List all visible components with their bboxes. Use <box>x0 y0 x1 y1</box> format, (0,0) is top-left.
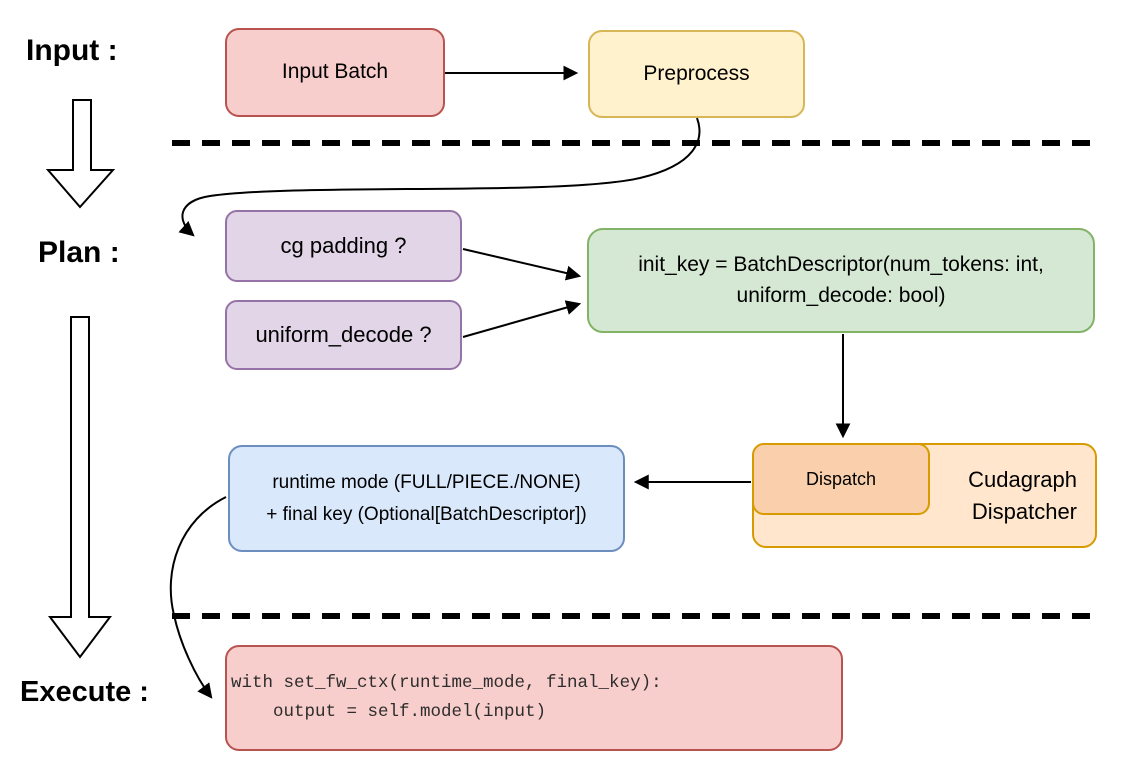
init-key-box: init_key = BatchDescriptor(num_tokens: i… <box>587 228 1095 333</box>
preprocess-label: Preprocess <box>643 61 750 85</box>
execute-code-line-2: output = self.model(input) <box>231 702 547 722</box>
hollow-down-arrow-input <box>45 99 116 209</box>
input-batch-label: Input Batch <box>281 60 389 84</box>
execute-section-label: Execute : <box>20 676 149 708</box>
uniform-decode-label: uniform_decode ? <box>255 322 432 348</box>
preprocess-box: Preprocess <box>588 30 805 118</box>
execute-code-box: with set_fw_ctx(runtime_mode, final_key)… <box>225 645 843 751</box>
cudagraph-dispatcher-line-1: Cudagraph <box>968 466 1077 492</box>
input-section-label: Input : <box>26 34 118 67</box>
hollow-down-arrow-plan <box>48 316 112 659</box>
init-key-line-2: uniform_decode: bool) <box>736 283 946 307</box>
cg-padding-label: cg padding ? <box>280 233 407 259</box>
runtime-mode-line-1: runtime mode (FULL/PIECE./NONE) <box>272 472 581 494</box>
uniform-decode-box: uniform_decode ? <box>225 300 462 370</box>
dispatch-box: Dispatch <box>752 443 930 515</box>
runtime-mode-box: runtime mode (FULL/PIECE./NONE) + final … <box>228 445 625 552</box>
plan-section-label: Plan : <box>38 236 120 269</box>
arrow-runtime-mode-to-execute-code <box>169 496 227 699</box>
cg-padding-box: cg padding ? <box>225 210 462 282</box>
runtime-mode-line-2: + final key (Optional[BatchDescriptor]) <box>266 503 587 525</box>
execute-code-line-1: with set_fw_ctx(runtime_mode, final_key)… <box>231 673 662 693</box>
arrow-uniform-decode-to-init-key <box>462 300 582 338</box>
dispatch-label: Dispatch <box>805 468 877 489</box>
cudagraph-dispatcher-line-2: Dispatcher <box>971 498 1077 524</box>
input-batch-box: Input Batch <box>225 28 445 117</box>
arrow-cg-padding-to-init-key <box>462 248 582 281</box>
init-key-line-1: init_key = BatchDescriptor(num_tokens: i… <box>638 253 1044 277</box>
